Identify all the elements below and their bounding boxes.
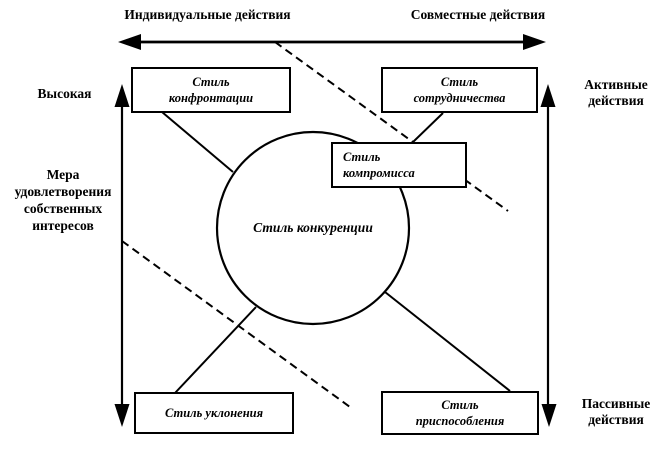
connector-circle-avoidance bbox=[174, 306, 257, 394]
connector-circle-accommodation bbox=[384, 291, 511, 392]
node-cooperation-style: Стиль сотрудничества bbox=[381, 67, 538, 113]
left-axis-double-arrow bbox=[114, 84, 130, 427]
arrowhead-left-icon bbox=[118, 34, 141, 50]
dashed-diagonal-upper bbox=[274, 41, 509, 212]
connector-cooperation-compromise bbox=[411, 112, 444, 144]
top-axis-double-arrow bbox=[118, 34, 546, 50]
dashed-diagonal-lower bbox=[121, 240, 351, 408]
label-individual-actions: Индивидуальные действия bbox=[124, 7, 291, 22]
label-passive-actions: Пассивные действия bbox=[581, 396, 651, 427]
right-axis-double-arrow bbox=[540, 84, 557, 427]
arrowhead-down-icon bbox=[541, 404, 557, 427]
node-accommodation-label: Стиль приспособления bbox=[415, 398, 505, 428]
node-avoidance-style: Стиль уклонения bbox=[134, 392, 294, 434]
connector-confrontation-circle bbox=[161, 111, 234, 173]
arrowhead-up-icon bbox=[540, 84, 556, 107]
node-confrontation-label: Стиль конфронтации bbox=[168, 75, 254, 105]
node-avoidance-label: Стиль уклонения bbox=[164, 406, 264, 420]
node-compromise-label: Стиль компромисса bbox=[343, 150, 415, 180]
arrowhead-up-icon bbox=[114, 84, 130, 107]
label-joint-actions: Совместные действия bbox=[410, 7, 546, 22]
arrowhead-down-icon bbox=[114, 404, 130, 427]
label-high: Высокая bbox=[37, 86, 92, 101]
node-competition-label: Стиль конкуренции bbox=[253, 220, 373, 235]
arrowhead-right-icon bbox=[523, 34, 546, 50]
node-accommodation-style: Стиль приспособления bbox=[381, 391, 539, 435]
node-cooperation-label: Стиль сотрудничества bbox=[413, 75, 506, 105]
node-confrontation-style: Стиль конфронтации bbox=[131, 67, 291, 113]
label-active-actions: Активные действия bbox=[584, 77, 648, 108]
node-compromise-style: Стиль компромисса bbox=[331, 142, 467, 188]
label-own-interests-measure: Мера удовлетворения собственных интересо… bbox=[14, 167, 112, 233]
